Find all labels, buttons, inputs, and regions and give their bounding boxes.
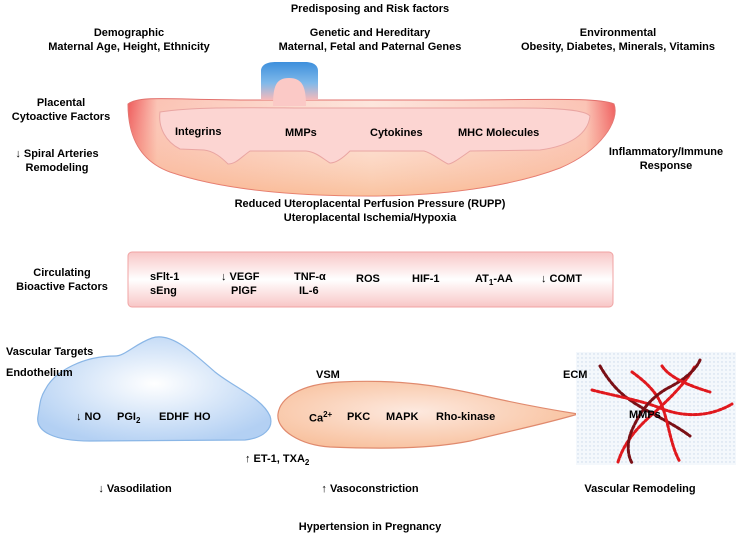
endo-no: ↓ NO (76, 411, 102, 423)
ca-sup: 2+ (323, 410, 333, 419)
demographic-detail: Maternal Age, Height, Ethnicity (48, 41, 210, 53)
genetic-detail: Maternal, Fetal and Paternal Genes (278, 41, 462, 53)
at1-base: AT (475, 273, 489, 285)
vsm-pkc: PKC (347, 411, 371, 423)
predisposing-title: Predisposing and Risk factors (290, 3, 450, 15)
factor-hif1: HIF-1 (412, 273, 440, 285)
spiral-arteries-label-2: Remodeling (25, 162, 89, 174)
endo-ho: HO (194, 411, 211, 423)
endo-pgi2: PGI2 (117, 410, 140, 428)
endothelium-cell (37, 336, 272, 442)
factor-seng: sEng (150, 285, 177, 297)
factor-at1aa: AT1-AA (475, 272, 513, 290)
placenta-factor-cytokines: Cytokines (370, 127, 423, 139)
rupp-line-2: Uteroplacental Ischemia/Hypoxia (283, 212, 457, 224)
rupp-line-1: Reduced Uteroplacental Perfusion Pressur… (234, 198, 506, 210)
genetic-heading: Genetic and Hereditary (309, 27, 431, 39)
ecm-panel (576, 352, 736, 465)
vsm-label: VSM (316, 369, 340, 381)
vascular-remodeling-label: Vascular Remodeling (584, 483, 696, 495)
factor-sflt1: sFlt-1 (150, 271, 180, 283)
vsm-mapk: MAPK (386, 411, 419, 423)
vasoconstriction-label: ↑ Vasoconstriction (321, 483, 419, 495)
factor-comt: ↓ COMT (541, 273, 582, 285)
demographic-heading: Demographic (93, 27, 165, 39)
factor-vegf: ↓ VEGF (221, 271, 260, 283)
vsm-ca: Ca2+ (309, 408, 332, 426)
factor-tnf: TNF-α (294, 271, 326, 283)
environmental-detail: Obesity, Diabetes, Minerals, Vitamins (521, 41, 715, 53)
placenta-factor-mmps: MMPs (285, 127, 317, 139)
et1-text: ↑ ET-1, TXA (245, 453, 305, 465)
factor-ros: ROS (356, 273, 380, 285)
ca-base: Ca (309, 412, 324, 425)
placental-label-2: Cytoactive Factors (11, 111, 111, 123)
factor-pigf: PlGF (231, 285, 257, 297)
placenta-factor-mhc: MHC Molecules (458, 127, 540, 139)
vascular-targets-label: Vascular Targets (6, 346, 94, 358)
inflammatory-label-1: Inflammatory/Immune (608, 146, 724, 158)
at1-sub: 1 (488, 278, 494, 288)
ecm-mmps: MMPs (629, 409, 661, 421)
circulating-label-1: Circulating (33, 267, 91, 279)
endothelium-label: Endothelium (6, 367, 73, 379)
et1-txa2: ↑ ET-1, TXA2 (245, 452, 309, 470)
circulating-label-2: Bioactive Factors (16, 281, 108, 293)
placenta-factor-integrins: Integrins (175, 126, 222, 138)
environmental-heading: Environmental (579, 27, 657, 39)
placental-label-1: Placental (36, 97, 86, 109)
vsm-rho-kinase: Rho-kinase (436, 411, 496, 423)
placenta-shape (127, 62, 616, 197)
ecm-label: ECM (563, 369, 588, 381)
at1-suffix: -AA (493, 273, 513, 285)
pgi-sub: 2 (135, 416, 141, 426)
vasodilation-label: ↓ Vasodilation (98, 483, 172, 495)
pgi-base: PGI (117, 411, 136, 423)
et1-sub: 2 (304, 458, 310, 468)
endo-edhf: EDHF (159, 411, 189, 423)
spiral-arteries-label-1: ↓ Spiral Arteries (15, 148, 99, 160)
hypertension-label: Hypertension in Pregnancy (298, 521, 442, 533)
circulating-bar (127, 251, 614, 308)
factor-il6: IL-6 (299, 285, 319, 297)
inflammatory-label-2: Response (639, 160, 693, 172)
